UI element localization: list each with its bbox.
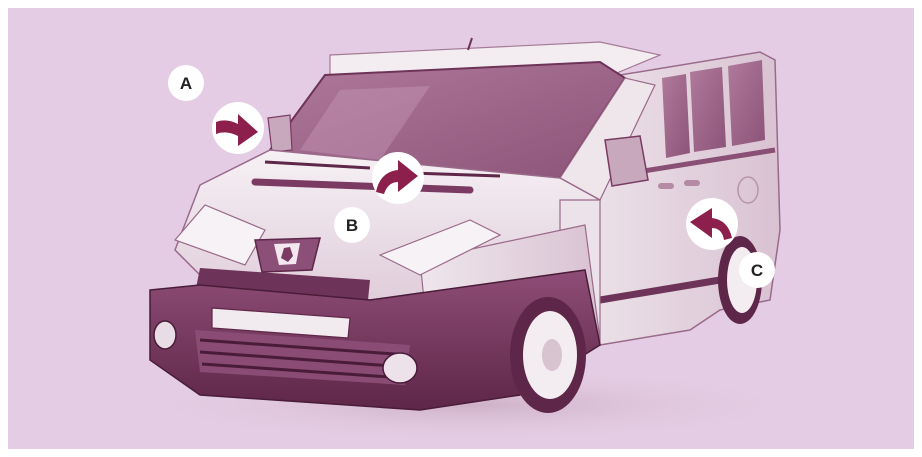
callout-a: A [168,65,264,154]
callout-letter-a: A [180,74,192,93]
fog-lamp-right [383,353,417,383]
door-handle-sliding [684,180,700,186]
side-window-rear [728,60,765,146]
callout-letter-c: C [751,261,763,280]
side-window-middle [690,67,726,152]
side-window-front [662,74,690,158]
fog-lamp-left [154,321,176,349]
door-handle-front [658,183,674,189]
callout-letter-b: B [346,216,358,235]
side-mirror [605,136,648,186]
left-mirror [268,115,292,152]
front-wheel [510,297,586,413]
